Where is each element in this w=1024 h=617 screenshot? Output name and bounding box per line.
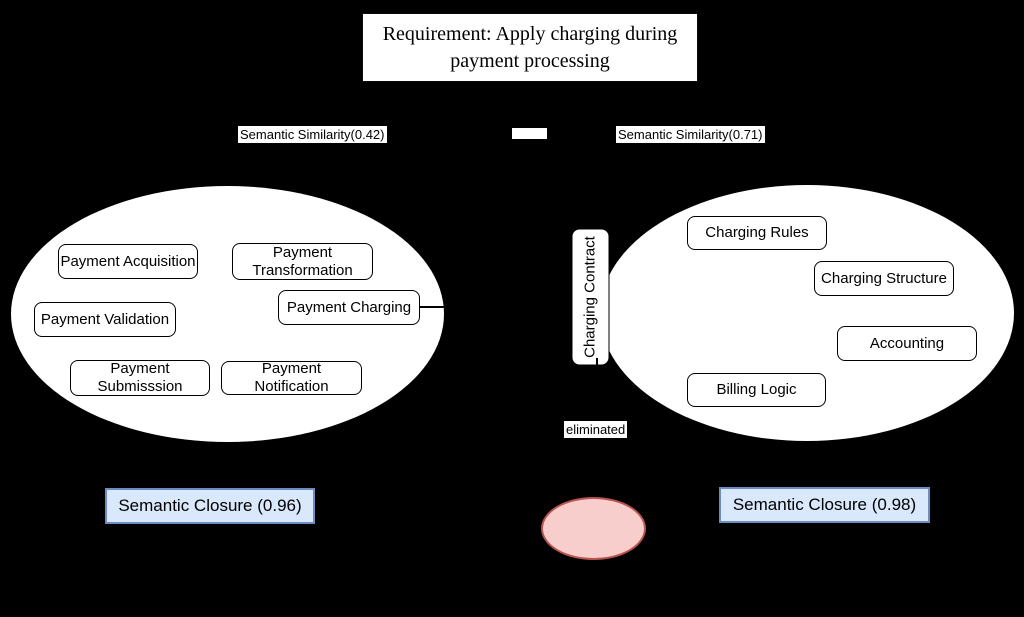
node-label: Billing Logic <box>716 381 797 398</box>
node-label: Payment Submisssion <box>97 360 183 395</box>
closure-label: Semantic Closure (0.96) <box>118 496 302 515</box>
node-charging-rules: Charging Rules <box>687 216 827 250</box>
node-payment-acquisition: Payment Acquisition <box>58 244 198 279</box>
node-label: Payment Validation <box>40 310 170 328</box>
requirement-node: Requirement: Apply charging during payme… <box>362 13 698 82</box>
left-semantic-closure-box: Semantic Closure (0.96) <box>105 488 315 524</box>
right-similarity-label: Semantic Similarity(0.71) <box>616 126 765 143</box>
node-charging-structure: Charging Structure <box>814 261 954 296</box>
requirement-text: Requirement: Apply charging during payme… <box>382 22 678 72</box>
node-label: Charging Contract <box>581 236 599 358</box>
edge-charging-to-contract <box>420 306 572 308</box>
node-payment-transformation: Payment Transformation <box>232 243 373 280</box>
node-billing-logic: Billing Logic <box>687 373 826 407</box>
node-accounting: Accounting <box>837 326 977 361</box>
node-label: Accounting <box>869 334 945 352</box>
node-label: Payment Acquisition <box>60 252 196 270</box>
closure-label: Semantic Closure (0.98) <box>732 495 917 514</box>
node-payment-charging: Payment Charging <box>278 290 420 325</box>
node-payment-validation: Payment Validation <box>34 302 176 337</box>
node-label: Payment Transformation <box>252 243 353 279</box>
left-similarity-label: Semantic Similarity(0.42) <box>238 126 387 143</box>
node-charging-contract: Charging Contract <box>571 228 610 366</box>
node-payment-submission: Payment Submisssion <box>70 360 210 396</box>
node-label: Payment Charging <box>286 298 412 316</box>
node-label: Charging Structure <box>821 269 947 287</box>
node-label: Payment Notification <box>254 360 329 395</box>
blank-edge-label <box>512 128 547 139</box>
right-semantic-closure-box: Semantic Closure (0.98) <box>719 487 930 523</box>
eliminated-label: eliminated <box>564 421 628 438</box>
node-payment-notification: Payment Notification <box>221 360 362 395</box>
node-label: Charging Rules <box>705 224 809 241</box>
eliminated-ellipse <box>541 497 646 560</box>
